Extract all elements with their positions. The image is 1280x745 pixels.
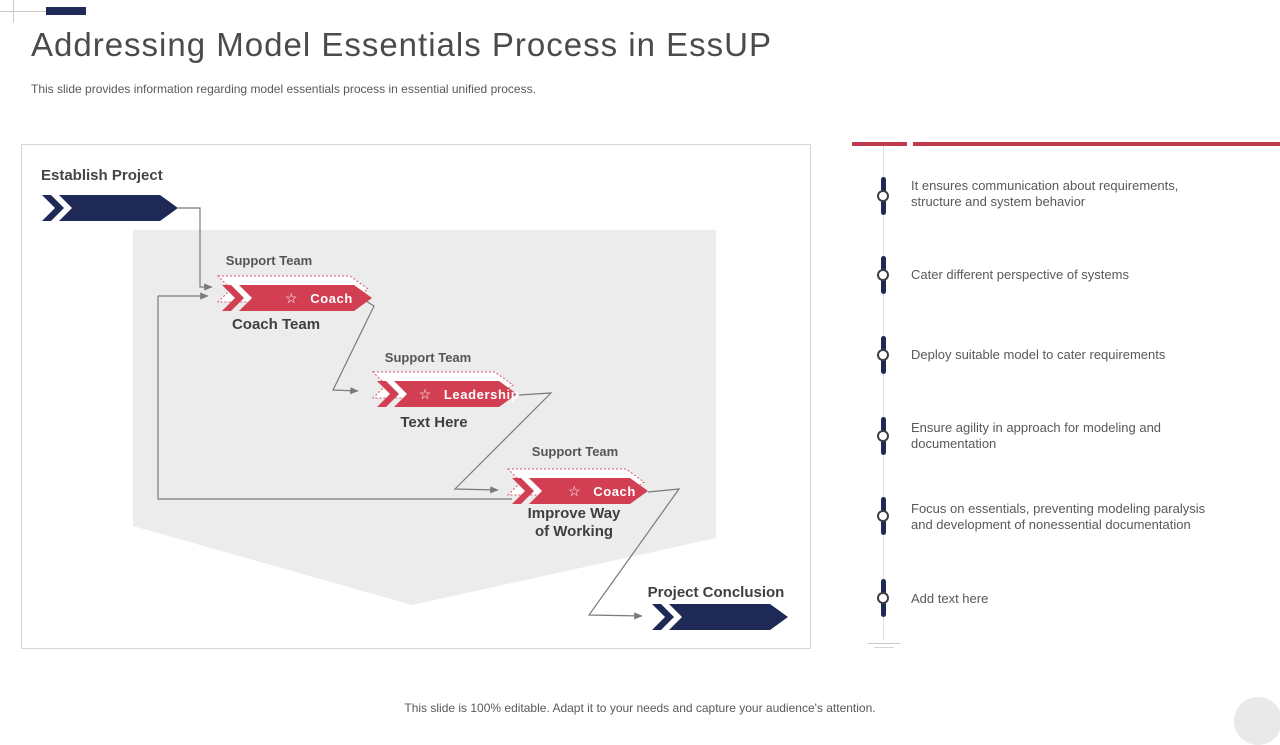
timeline-item-text: Add text here (911, 591, 989, 606)
crop-mark-horizontal (0, 11, 86, 12)
page-subtitle: This slide provides information regardin… (31, 82, 536, 96)
step3-top-label: Support Team (531, 444, 619, 459)
step1-bottom-label: Coach Team (231, 316, 321, 333)
step1-badge-chevron: ☆ Coach (216, 275, 372, 311)
timeline-end-tick (868, 643, 900, 644)
red-accent-line-short (852, 142, 907, 146)
star-icon: ☆ (285, 290, 299, 306)
timeline-end-tick (874, 647, 894, 648)
crop-mark-vertical (13, 0, 14, 23)
step1-badge-label: Coach (310, 290, 353, 306)
timeline-item-text: Ensure agility in approach for modeling … (911, 420, 1162, 451)
timeline-item-text: It ensures communication about requireme… (911, 178, 1179, 209)
timeline-node-circle-icon (877, 430, 889, 442)
corner-decoration (1234, 697, 1280, 745)
star-icon: ☆ (568, 483, 582, 499)
step3-badge-chevron: ☆ Coach (506, 468, 648, 504)
end-step-label: Project Conclusion (647, 584, 785, 601)
start-arrow-shape (42, 195, 178, 221)
step2-badge-label: Leadership (443, 386, 520, 402)
step1-top-label: Support Team (225, 253, 313, 268)
star-icon: ☆ (418, 386, 432, 402)
step3-badge-label: Coach (593, 483, 636, 499)
timeline-node-circle-icon (877, 349, 889, 361)
red-accent-line-long (913, 142, 1280, 146)
timeline-item-text: Deploy suitable model to cater requireme… (911, 347, 1166, 362)
timeline-node-circle-icon (877, 190, 889, 202)
step2-badge-chevron: ☆ Leadership (371, 371, 520, 407)
step2-bottom-label: Text Here (400, 414, 468, 431)
timeline-node-circle-icon (877, 269, 889, 281)
step3-bottom-label: Improve Way of Working (527, 505, 621, 540)
navy-accent-dash (46, 7, 86, 15)
start-step-label: Establish Project (41, 167, 163, 184)
timeline-node-circle-icon (877, 592, 889, 604)
step2-top-label: Support Team (384, 350, 472, 365)
end-arrow-shape (652, 604, 788, 630)
timeline-item-text: Focus on essentials, preventing modeling… (911, 501, 1206, 532)
page-title: Addressing Model Essentials Process in E… (31, 26, 772, 63)
timeline-node-circle-icon (877, 510, 889, 522)
timeline-item-text: Cater different perspective of systems (911, 267, 1129, 282)
footer-note: This slide is 100% editable. Adapt it to… (404, 701, 876, 715)
timeline-axis (883, 146, 884, 640)
